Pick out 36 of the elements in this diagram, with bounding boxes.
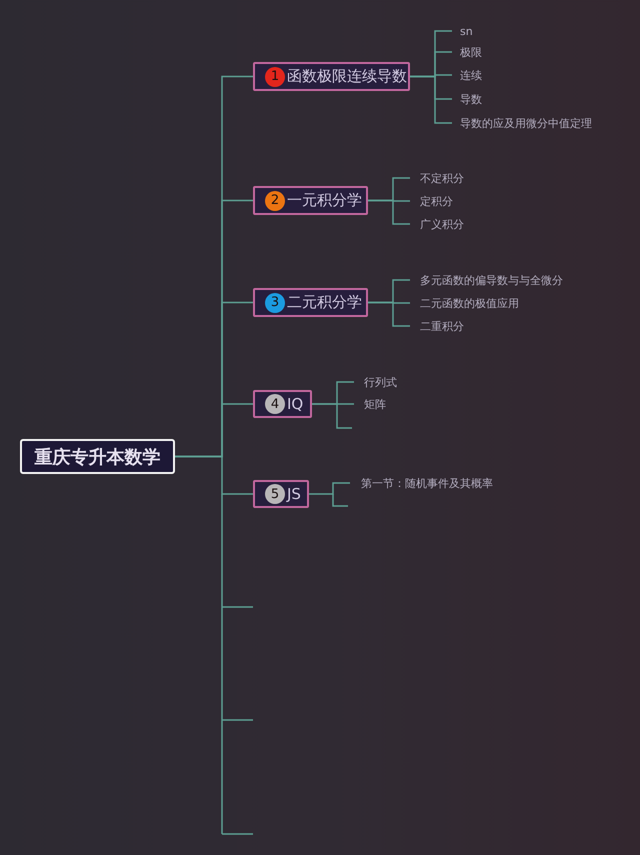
subtopic-text: 二重积分 [410, 318, 464, 334]
number-badge: 3 [265, 292, 285, 312]
number-badge: 4 [265, 394, 285, 414]
topic-box [253, 186, 368, 215]
subtopic-text: 导数 [452, 91, 482, 107]
topic-box [253, 390, 312, 418]
connector-line [368, 302, 410, 327]
subtopic-text: 定积分 [410, 193, 453, 209]
connector-line [368, 200, 410, 225]
subtopic-text: 二元函数的极值应用 [410, 295, 519, 311]
subtopic-text: 不定积分 [410, 170, 464, 186]
connector-line [175, 456, 253, 495]
number-badge: 1 [265, 66, 285, 86]
topic-label: 函数极限连续导数 [287, 67, 407, 86]
topic-label: JS [287, 485, 301, 503]
subtopic-text: 矩阵 [354, 396, 386, 412]
subtopic-text: 第一节：随机事件及其概率 [350, 475, 493, 491]
topic-label: 二元积分学 [287, 293, 362, 312]
topic-label: 一元积分学 [287, 191, 362, 210]
subtopic-text: sn [452, 23, 473, 39]
subtopic-text: 导数的应及用微分中值定理 [452, 115, 592, 131]
central-topic-box: 重庆专升本数学 [20, 439, 175, 474]
subtopic-text: 多元函数的偏导数与与全微分 [410, 272, 563, 288]
number-badge: 5 [265, 484, 285, 504]
subtopic-text: 行列式 [354, 374, 397, 390]
subtopic-text: 连续 [452, 67, 482, 83]
topic-box [253, 480, 309, 508]
topic-box [253, 62, 410, 91]
topic-label: IQ [287, 395, 304, 413]
subtopic-text: 广义积分 [410, 216, 464, 232]
topic-box [253, 288, 368, 317]
connector-line [312, 403, 354, 405]
subtopic-text: 极限 [452, 44, 482, 60]
number-badge: 2 [265, 190, 285, 210]
connector-line [309, 482, 350, 495]
connector-line [410, 76, 452, 124]
